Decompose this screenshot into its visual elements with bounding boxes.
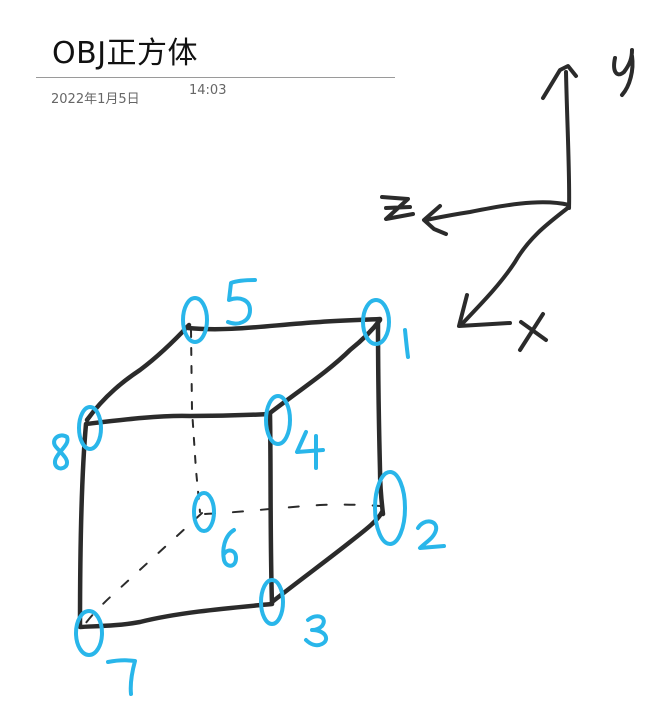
vertex-marker-7 [74, 609, 104, 657]
title-divider [36, 77, 395, 78]
z-axis-arrowhead [422, 204, 448, 236]
vertex-marker-5 [181, 296, 209, 344]
axis-gizmo [380, 48, 635, 352]
hidden-edge-6-2 [204, 503, 381, 515]
vertex-marker-8 [77, 405, 103, 451]
y-axis-label [612, 48, 635, 97]
z-axis-line [424, 200, 571, 222]
edge-3-2 [269, 509, 385, 605]
front-face [77, 411, 275, 630]
cube [77, 316, 386, 630]
vertex-number-3 [304, 614, 329, 648]
x-axis-label [518, 312, 548, 352]
page-time: 14:03 [189, 83, 227, 98]
x-axis-line [459, 205, 571, 327]
hidden-edge-5-6 [190, 329, 201, 513]
vertex-number-2 [416, 519, 446, 550]
vertex-number-1 [403, 328, 410, 359]
edge-8-5 [84, 322, 192, 423]
hidden-edge-6-7 [84, 512, 203, 625]
vertex-number-6 [221, 528, 238, 568]
vertex-marker-4 [264, 394, 292, 446]
vertex-marker-2 [373, 470, 407, 546]
vertex-marker-6 [192, 491, 216, 533]
vertex-number-4 [295, 430, 325, 470]
vertex-number-5 [226, 278, 257, 326]
vertex-markers [74, 296, 407, 657]
page-title: OBJ正方体 [52, 36, 199, 71]
y-axis-arrowhead [541, 64, 578, 100]
vertex-marker-3 [259, 578, 285, 626]
edge-4-1 [267, 317, 383, 416]
x-axis-arrowhead [457, 293, 512, 328]
edge-1-2 [375, 317, 386, 517]
edge-5-1 [185, 316, 383, 332]
y-axis-line [564, 70, 572, 210]
vertex-numbers [52, 278, 446, 696]
vertex-number-7 [106, 658, 137, 696]
page-date: 2022年1月5日 [51, 92, 140, 107]
vertex-number-8 [52, 433, 70, 471]
z-axis-label [380, 195, 415, 221]
vertex-marker-1 [361, 298, 391, 346]
